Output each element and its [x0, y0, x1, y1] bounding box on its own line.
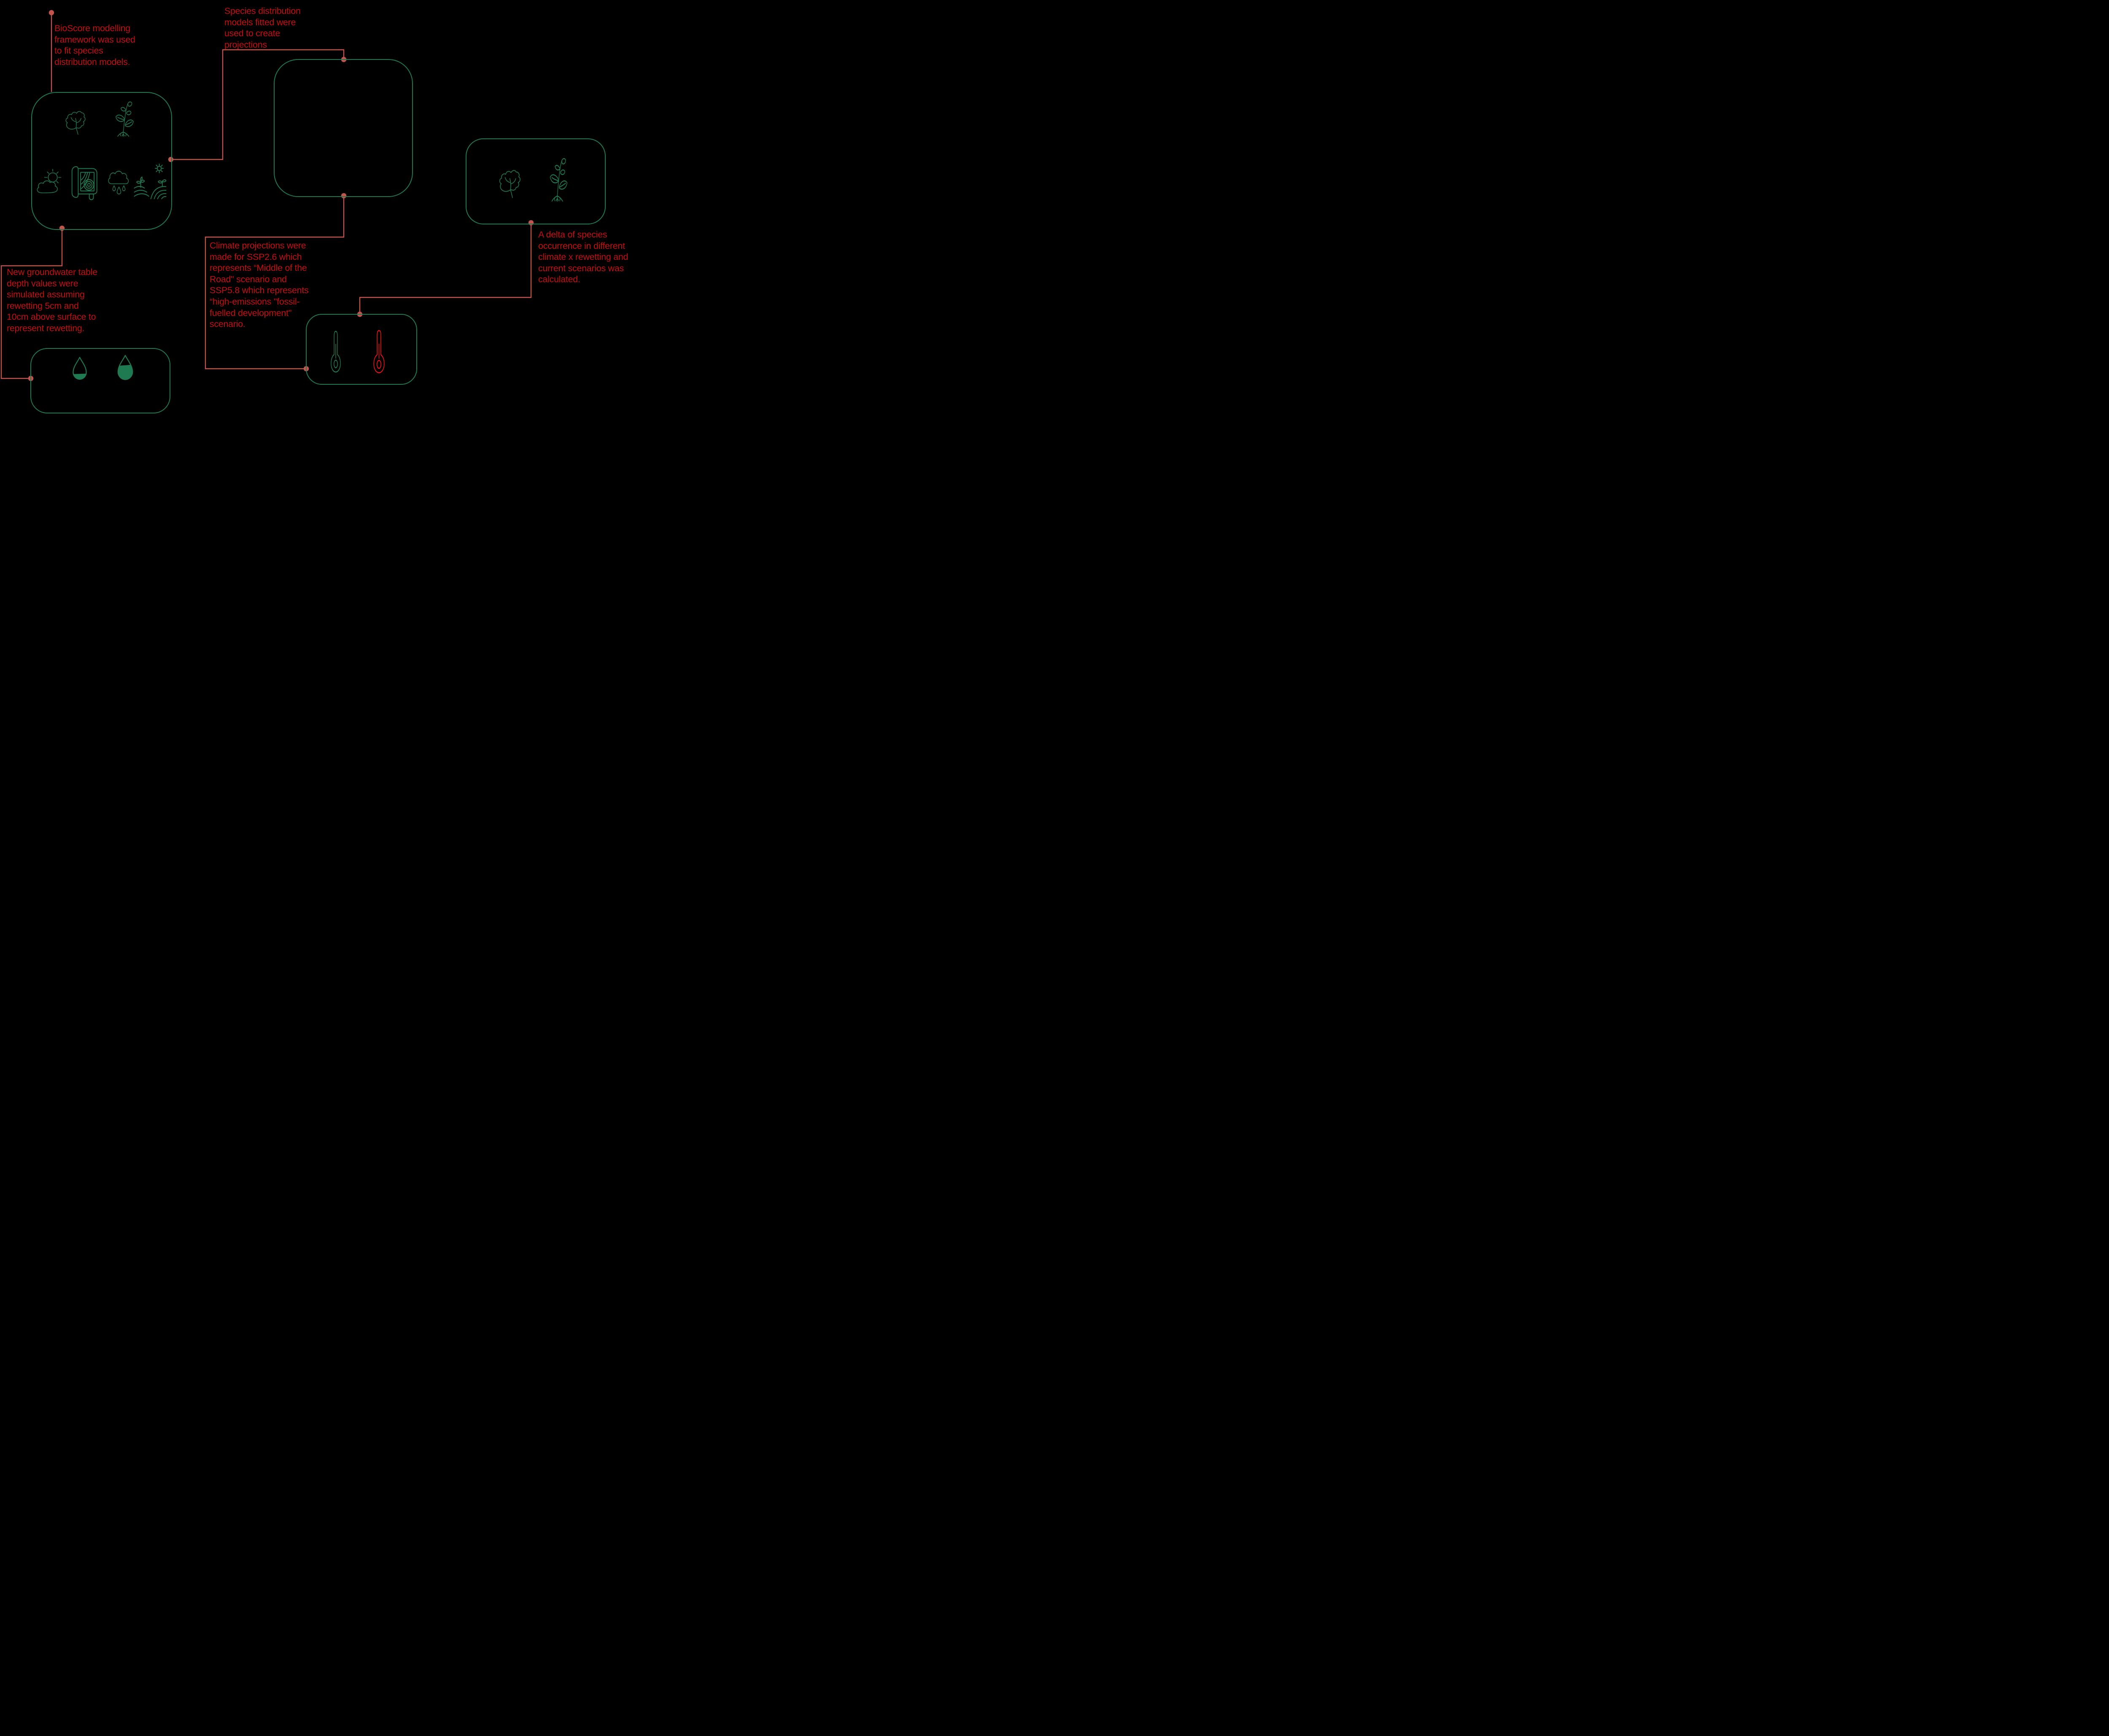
- climate-scenarios-box: [306, 314, 417, 385]
- annotation-climate: Climate projections were made for SSP2.6…: [210, 240, 309, 329]
- thermometer-red-icon: [373, 328, 385, 375]
- topographic-map-icon: [67, 163, 102, 201]
- thermometer-green-icon: [330, 329, 341, 374]
- annotation-bioscore: BioScore modelling framework was used to…: [54, 23, 135, 67]
- rain-cloud-icon: [105, 165, 132, 197]
- annotation-groundwater: New groundwater table depth values were …: [7, 267, 97, 333]
- plant-roots-icon: [546, 158, 570, 202]
- lichen-icon: [497, 165, 526, 198]
- environment-inputs-box: [31, 92, 172, 230]
- droplet-low-icon: [72, 355, 88, 381]
- connector-dot: [49, 10, 54, 16]
- connector-delta: [357, 220, 534, 317]
- rewetting-droplets-box: [30, 348, 170, 413]
- model-box: [274, 59, 413, 197]
- connector-bioscore: [49, 10, 54, 92]
- annotation-species-models: Species distribution models fitted were …: [224, 6, 301, 50]
- annotation-delta: A delta of species occurrence in differe…: [538, 229, 628, 285]
- plant-roots-icon: [111, 101, 137, 137]
- connector-dot: [341, 193, 347, 199]
- field-icon: [133, 163, 167, 200]
- connector-dot: [168, 157, 174, 162]
- species-occurrence-box: [466, 138, 606, 224]
- diagram-canvas: BioScore modelling framework was used to…: [0, 0, 661, 415]
- sun-cloud-icon: [35, 167, 66, 197]
- droplet-high-icon: [116, 354, 134, 381]
- lichen-icon: [63, 107, 91, 135]
